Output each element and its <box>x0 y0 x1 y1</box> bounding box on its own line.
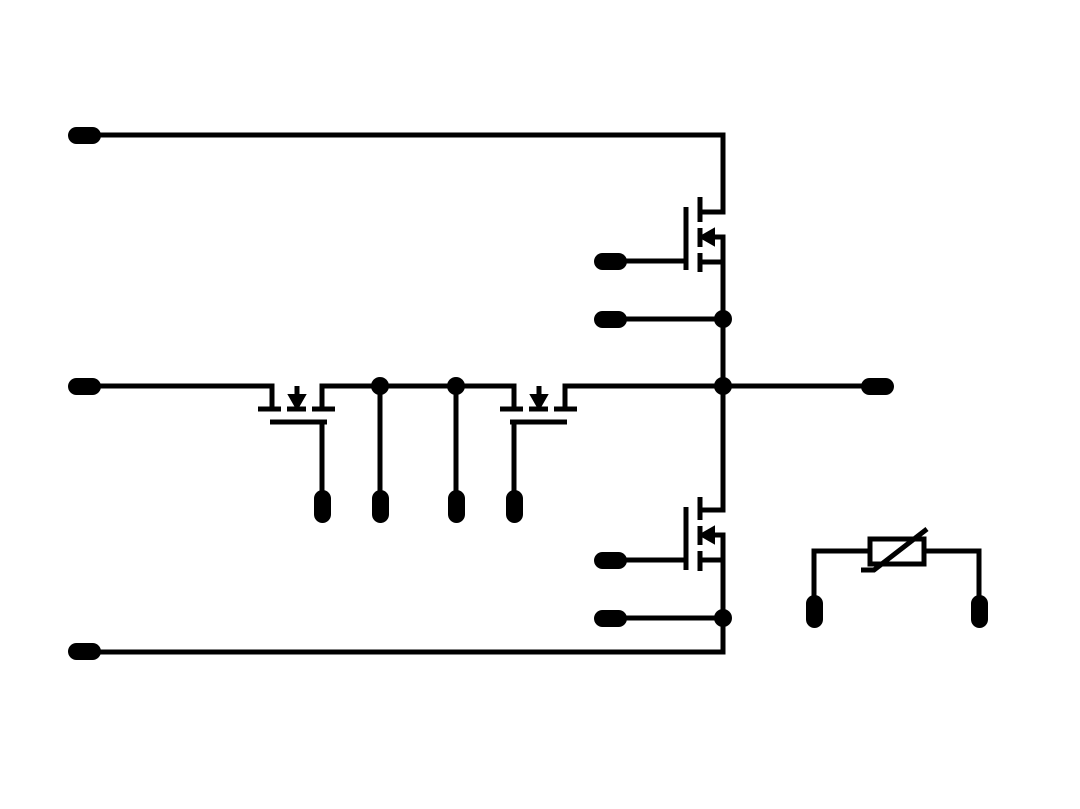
right-mosfet-arrow <box>529 394 549 412</box>
terminal-varistor-right <box>971 595 988 628</box>
terminal-upper-source <box>594 311 627 328</box>
terminal-bottom-left <box>68 643 101 660</box>
terminal-mid-left <box>68 378 101 395</box>
terminals <box>68 127 988 660</box>
terminal-upper-gate <box>594 253 627 270</box>
terminal-bottom-3 <box>448 490 465 523</box>
right-series-mosfet <box>500 386 577 425</box>
components <box>258 197 929 573</box>
wire-mid-center <box>319 383 517 412</box>
lower-mosfet <box>683 497 715 571</box>
varistor-body <box>867 536 927 567</box>
wire-mid-right <box>562 383 878 409</box>
wire-lower-source <box>85 557 726 655</box>
upper-mosfet <box>683 197 715 272</box>
left-mosfet-arrow <box>287 394 307 412</box>
wires <box>85 132 982 655</box>
varistor-slash <box>861 527 929 573</box>
wire-mid-left <box>85 383 275 412</box>
lower-mosfet-arrow <box>697 525 715 545</box>
junction-mid-1 <box>371 377 389 395</box>
wire-varistor-right <box>924 548 982 611</box>
wire-top-rail <box>85 132 726 215</box>
junction-upper-source <box>714 310 732 328</box>
terminal-output-right <box>861 378 894 395</box>
junction-lower-source <box>714 609 732 627</box>
terminal-lower-gate <box>594 552 627 569</box>
junction-mid-2 <box>447 377 465 395</box>
varistor <box>861 527 929 573</box>
wire-lower-body <box>712 532 726 560</box>
wire-left-gate <box>272 419 325 507</box>
terminal-lower-source <box>594 610 627 627</box>
terminal-right-mosfet-gate <box>506 490 523 523</box>
junction-output-node <box>714 377 732 395</box>
left-series-mosfet <box>258 386 335 425</box>
junctions <box>371 310 732 627</box>
terminal-top-left <box>68 127 101 144</box>
terminal-left-mosfet-gate <box>314 490 331 523</box>
terminal-varistor-left <box>806 595 823 628</box>
wire-upper-body <box>712 234 726 262</box>
upper-mosfet-arrow <box>697 227 715 247</box>
terminal-bottom-2 <box>372 490 389 523</box>
wire-varistor-left <box>811 548 870 611</box>
